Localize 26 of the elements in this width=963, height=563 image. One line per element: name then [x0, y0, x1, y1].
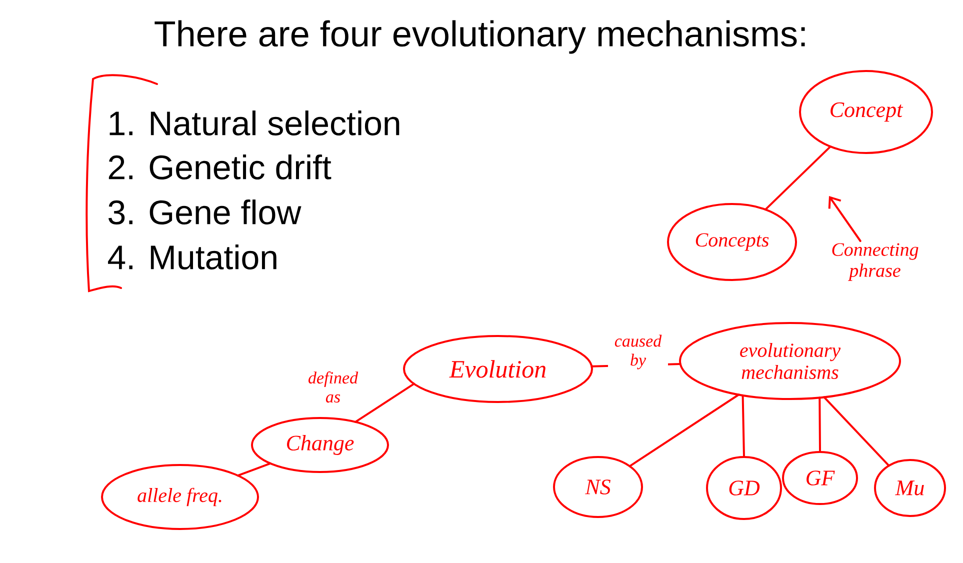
concept-oval: GF — [782, 451, 858, 505]
edge-label: caused by — [608, 334, 668, 370]
list-item: 4. Mutation — [108, 244, 276, 270]
concept-oval: allele freq. — [101, 464, 259, 530]
concept-oval: GD — [706, 456, 782, 520]
list-item: 1. Natural selection — [110, 110, 400, 136]
concept-oval: Concept — [799, 70, 933, 154]
connector — [818, 396, 821, 453]
connector — [742, 394, 745, 458]
note-text: Connecting phrase — [832, 243, 918, 281]
concept-oval: Evolution — [403, 335, 593, 403]
connector — [628, 394, 740, 468]
leader-arrow — [828, 196, 862, 242]
connector — [823, 396, 890, 467]
concept-oval: Concepts — [667, 203, 797, 281]
connector — [764, 146, 832, 211]
list-item: 3. Gene flow — [108, 200, 302, 224]
connector — [354, 382, 416, 423]
title: There are four evolutionary mechanisms: — [154, 20, 805, 54]
concept-oval: Change — [251, 417, 389, 473]
concept-oval: evolutionary mechanisms — [679, 322, 901, 400]
connector — [236, 462, 272, 477]
concept-oval: NS — [553, 456, 643, 518]
concept-oval: Mu — [874, 459, 946, 517]
list-item: 2. Genetic drift — [108, 154, 332, 180]
edge-label: defined as — [297, 370, 369, 404]
